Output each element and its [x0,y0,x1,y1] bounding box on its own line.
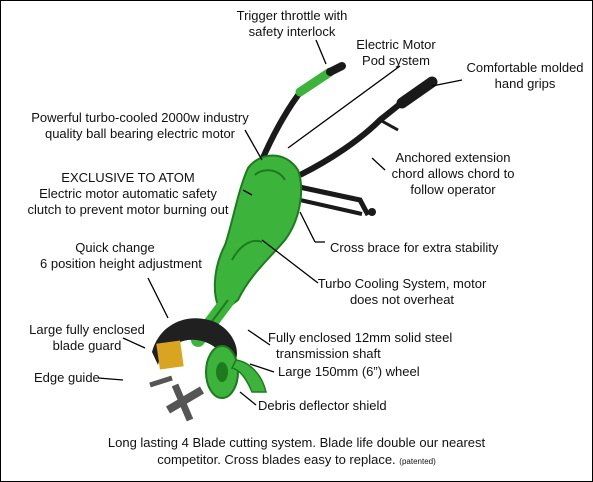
label-line: Quick change [75,240,155,255]
label-cross-brace: Cross brace for extra stability [330,240,499,255]
leader-lines [97,39,463,406]
debris-deflector [230,359,267,393]
label-blade-guard: Large fully enclosed blade guard [24,322,150,354]
molded-hand-grip [396,76,438,109]
label-electric-motor: Powerful turbo-cooled 2000w industry qua… [20,110,260,142]
label-line: Electric Motor [356,37,436,52]
right-handle [298,76,438,178]
label-trigger-throttle: Trigger throttle with safety interlock [222,8,362,40]
label-line: quality ball bearing electric motor [44,126,236,141]
label-line: EXCLUSIVE TO ATOM [61,170,195,185]
label-turbo-cooling: Turbo Cooling System, motor does not ove… [312,276,492,308]
blade-guard [152,318,238,370]
label-line: Trigger throttle with [236,8,348,23]
left-handle [259,62,346,162]
label-line: transmission shaft [276,346,381,361]
wheel [205,345,239,399]
patented-note: (patented) [399,457,436,466]
label-line: Turbo Cooling System, motor [317,276,487,291]
caption-text: competitor. Cross blades easy to replace… [157,452,396,467]
cross-brace [289,182,376,217]
label-edge-guide: Edge guide [34,370,100,385]
label-line: Anchored extension [395,150,511,165]
label-motor-pod: Electric Motor Pod system [346,37,446,69]
motor-pod [213,154,303,314]
label-line: chord allows chord to [391,166,515,181]
guard-sticker [156,340,184,370]
cutting-blades [149,375,205,422]
edge-guide-bar [149,375,173,388]
label-line: Pod system [362,53,430,68]
label-wheel: Large 150mm (6”) wheel [278,364,420,379]
label-line: Large fully enclosed [29,322,145,337]
label-line: 6 position height adjustment [40,256,202,271]
caption-line: Long lasting 4 Blade cutting system. Bla… [107,435,486,450]
label-line: hand grips [494,76,556,91]
label-extension-chord: Anchored extension chord allows chord to… [378,150,528,198]
caption-line: competitor. Cross blades easy to replace… [0,451,593,470]
label-line: safety interlock [248,24,336,39]
label-line: Electric motor automatic safety [39,186,217,201]
label-line: Powerful turbo-cooled 2000w industry [31,110,249,125]
label-hand-grips: Comfortable molded hand grips [460,60,590,92]
label-line: blade guard [52,338,122,353]
label-exclusive-clutch: EXCLUSIVE TO ATOM Electric motor automat… [12,170,244,218]
label-quick-change: Quick change 6 position height adjustmen… [40,240,202,272]
label-line: Fully enclosed 12mm solid steel [268,330,453,345]
caption-blade-system: Long lasting 4 Blade cutting system. Bla… [0,434,593,470]
label-line: Comfortable molded [466,60,584,75]
label-line: clutch to prevent motor burning out [27,202,229,217]
label-transmission-shaft: Fully enclosed 12mm solid steel transmis… [268,330,452,362]
trigger-grip [295,67,335,97]
label-line: does not overheat [349,292,455,307]
label-line: follow operator [410,182,496,197]
label-debris-deflector: Debris deflector shield [258,398,387,413]
